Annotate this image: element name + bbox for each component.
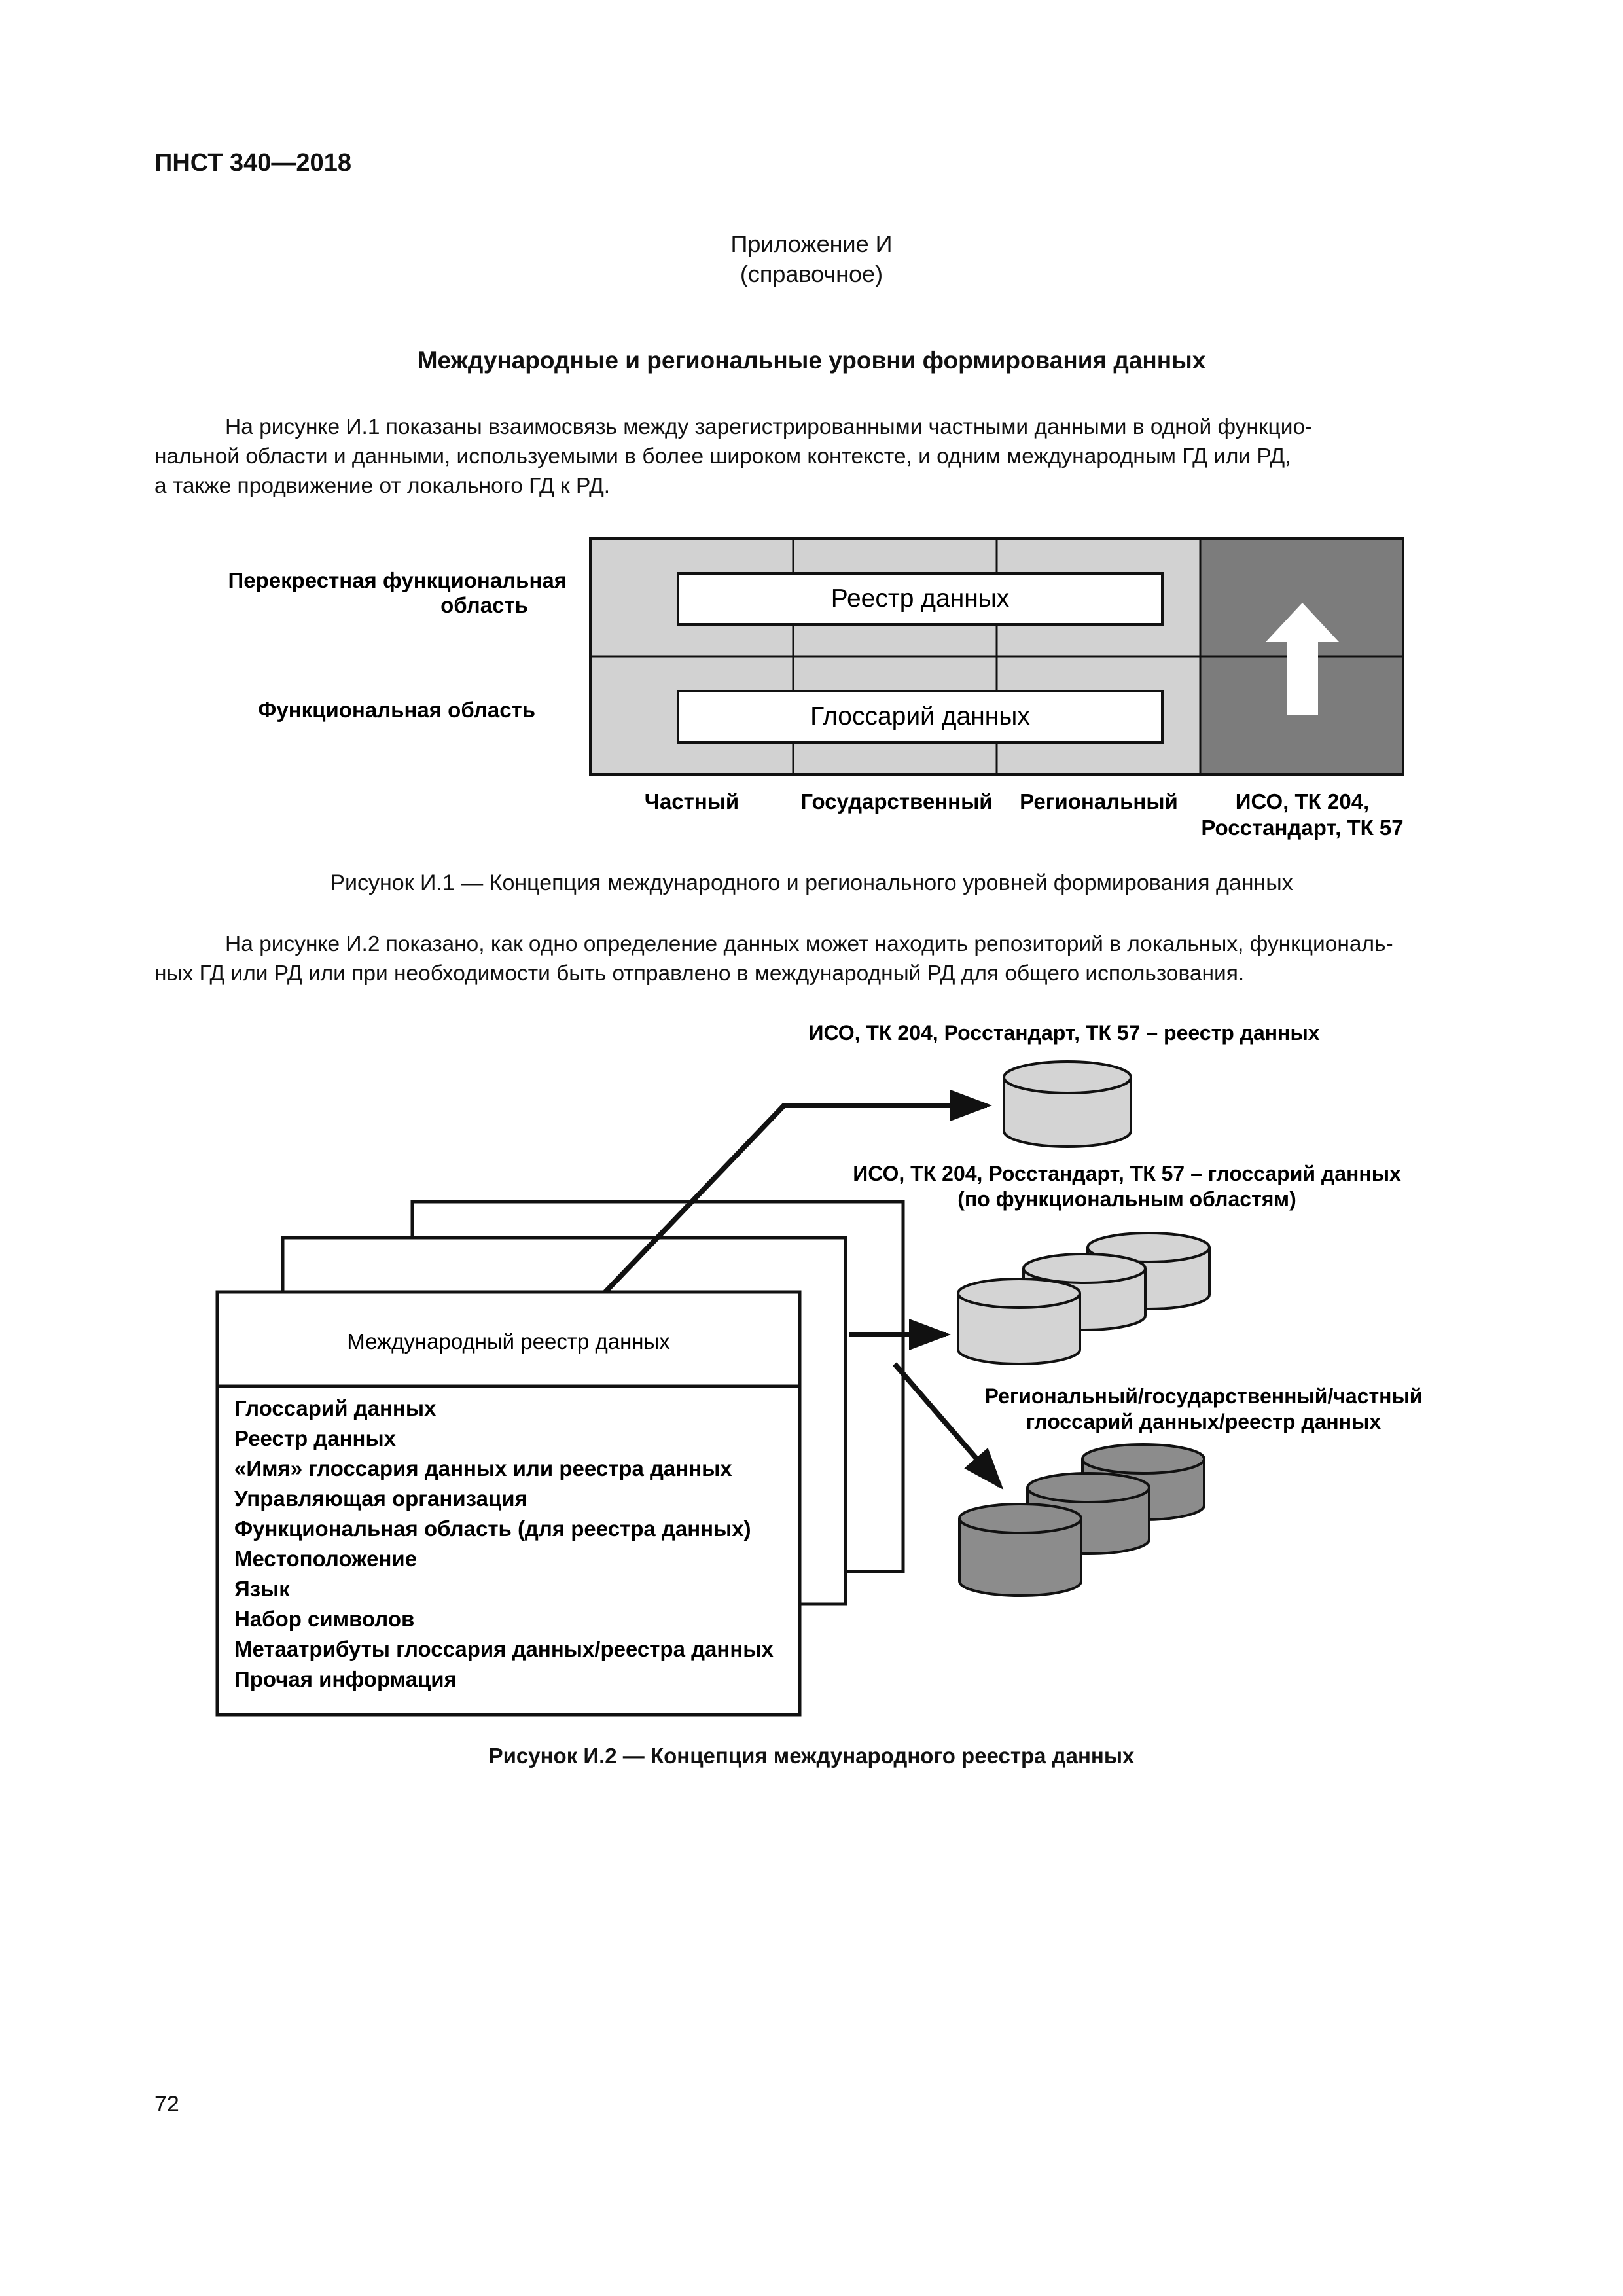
paragraph-1-line-1: На рисунке И.1 показаны взаимосвязь межд… bbox=[225, 415, 1313, 439]
up-arrow-icon bbox=[1266, 603, 1339, 715]
registry-bar-label: Реестр данных bbox=[831, 584, 1010, 613]
appendix-title: Приложение И bbox=[730, 230, 893, 257]
paragraph-2-line-1: На рисунке И.2 показано, как одно опреде… bbox=[225, 932, 1393, 956]
card-title: Международный реестр данных bbox=[347, 1329, 670, 1354]
mid-label-line-1: ИСО, ТК 204, Росстандарт, ТК 57 – глосса… bbox=[853, 1162, 1401, 1185]
page-number: 72 bbox=[154, 2092, 179, 2117]
card-item: Реестр данных bbox=[234, 1426, 397, 1450]
database-cylinder-icon bbox=[1003, 1060, 1132, 1148]
arrow-right-icon bbox=[603, 1090, 992, 1294]
card-item: Набор символов bbox=[234, 1607, 414, 1631]
column-label-regional: Региональный bbox=[1020, 789, 1178, 814]
bottom-label-line-1: Региональный/государственный/частный bbox=[985, 1384, 1423, 1408]
appendix-kind: (справочное) bbox=[740, 260, 883, 287]
card-item: Местоположение bbox=[234, 1547, 417, 1571]
card-item: Функциональная область (для реестра данн… bbox=[234, 1516, 751, 1541]
appendix-heading: Приложение И (справочное) bbox=[0, 229, 1623, 289]
database-cylinder-icon bbox=[958, 1503, 1082, 1597]
paragraph-1-line-3: а также продвижение от локального ГД к Р… bbox=[154, 474, 611, 498]
section-title: Международные и региональные уровни форм… bbox=[417, 347, 1206, 374]
card-item: Прочая информация bbox=[234, 1667, 457, 1691]
column-label-private: Частный bbox=[645, 789, 739, 814]
mid-label-line-2: (по функциональным областям) bbox=[957, 1187, 1296, 1211]
card-item: Управляющая организация bbox=[234, 1486, 527, 1511]
figure-2-caption: Рисунок И.2 — Концепция международного р… bbox=[488, 1744, 1135, 1768]
glossary-bar-label: Глоссарий данных bbox=[810, 702, 1030, 730]
paragraph-1-line-2: нальной области и данными, используемыми… bbox=[154, 444, 1291, 469]
document-code: ПНСТ 340—2018 bbox=[154, 149, 351, 177]
row-label-cross-line-1: Перекрестная функциональная bbox=[228, 568, 567, 592]
card-item: «Имя» глоссария данных или реестра данны… bbox=[234, 1456, 732, 1480]
glossary-bar bbox=[677, 690, 1164, 744]
card-item: Глоссарий данных bbox=[234, 1396, 437, 1420]
card-front bbox=[215, 1290, 802, 1717]
card-items-list: Глоссарий данных Реестр данных «Имя» гло… bbox=[234, 1396, 774, 1691]
arrow-down-right-icon bbox=[892, 1362, 1004, 1490]
card-item: Язык bbox=[234, 1577, 290, 1601]
figure-1-diagram: Перекрестная функциональная область Функ… bbox=[228, 537, 1404, 840]
figure-2-diagram: ИСО, ТК 204, Росстандарт, ТК 57 – реестр… bbox=[215, 1021, 1423, 1717]
figure-1-caption: Рисунок И.1 — Концепция международного и… bbox=[330, 870, 1293, 895]
registry-bar bbox=[677, 572, 1164, 626]
row-label-functional: Функциональная область bbox=[258, 698, 535, 722]
paragraph-2: На рисунке И.2 показано, как одно опреде… bbox=[154, 929, 1474, 988]
bottom-label-line-2: глоссарий данных/реестр данных bbox=[1026, 1410, 1382, 1433]
paragraph-2-line-2: ных ГД или РД или при необходимости быть… bbox=[154, 961, 1245, 986]
paragraph-1: На рисунке И.1 показаны взаимосвязь межд… bbox=[154, 412, 1474, 501]
row-label-cross-line-2: область bbox=[440, 593, 528, 617]
card-item: Метаатрибуты глоссария данных/реестра да… bbox=[234, 1637, 774, 1661]
column-label-intl-line-1: ИСО, ТК 204, bbox=[1236, 789, 1369, 814]
column-label-intl-line-2: Росстандарт, ТК 57 bbox=[1201, 816, 1403, 840]
column-label-state: Государственный bbox=[800, 789, 992, 814]
top-label: ИСО, ТК 204, Росстандарт, ТК 57 – реестр… bbox=[808, 1021, 1319, 1045]
database-cylinder-icon bbox=[957, 1278, 1081, 1365]
